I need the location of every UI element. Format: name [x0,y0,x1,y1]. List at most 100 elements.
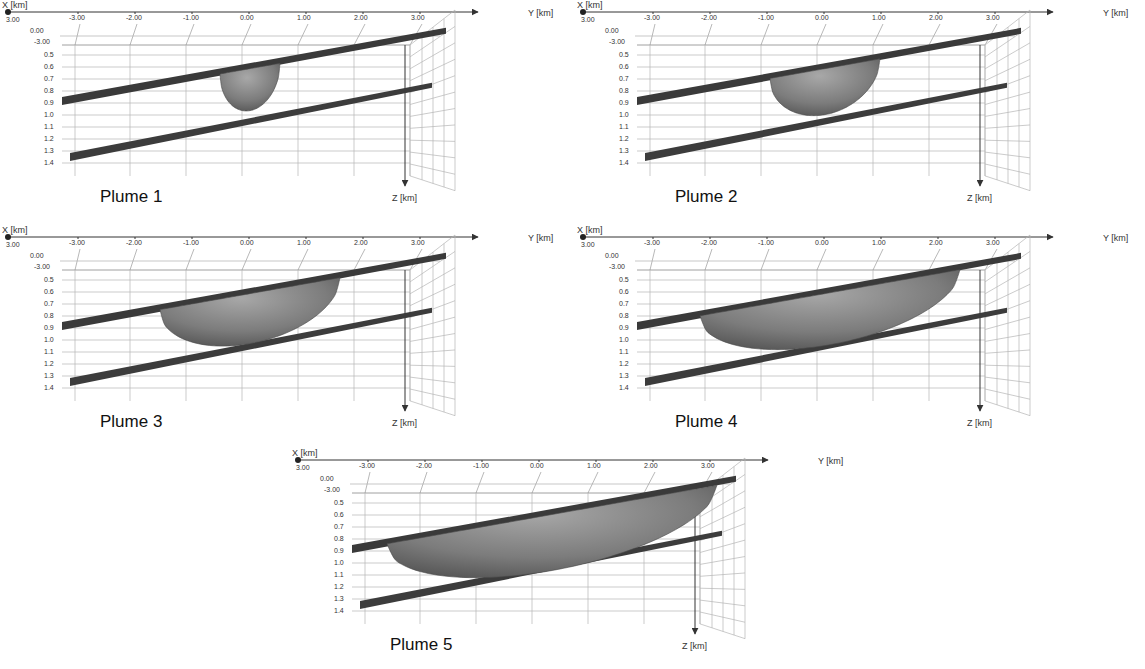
panel-title: Plume 1 [100,188,162,205]
tick-label: 3.00 [581,241,595,248]
depth-tick-label: 1.2 [619,135,629,142]
axis-label: X [km] [2,226,28,235]
depth-tick-label: 0.7 [44,300,54,307]
depth-tick-label: 1.2 [44,135,54,142]
panel-title: Plume 4 [675,413,737,430]
axis-label: X [km] [577,226,603,235]
plume-panel [295,457,768,639]
depth-tick-label: 0.8 [619,312,629,319]
depth-tick-label: 1.4 [334,607,344,614]
tick-label: -3.00 [609,263,625,270]
depth-tick-label: 1.2 [619,360,629,367]
depth-tick-label: 1.0 [334,559,344,566]
tick-label: -3.00 [69,239,85,246]
tick-label: 0.00 [605,27,619,34]
tick-label: 0.00 [815,239,829,246]
depth-tick-label: 1.0 [619,336,629,343]
tick-label: -2.00 [701,239,717,246]
tick-label: 1.00 [587,462,601,469]
axis-label: Y [km] [528,234,553,243]
depth-tick-label: 0.7 [619,300,629,307]
tick-label: 3.00 [986,239,1000,246]
tick-label: 3.00 [296,464,310,471]
tick-label: -3.00 [69,14,85,21]
tick-label: 0.00 [30,27,44,34]
axis-label: Z [km] [392,194,417,203]
plume-panel [580,234,1053,416]
tick-label: 0.00 [320,475,334,482]
tick-label: 1.00 [872,14,886,21]
depth-tick-label: 1.3 [334,595,344,602]
tick-label: 2.00 [929,14,943,21]
depth-tick-label: 0.8 [44,87,54,94]
axis-label: Z [km] [967,419,992,428]
tick-label: -2.00 [701,14,717,21]
tick-label: 0.00 [815,14,829,21]
tick-label: 0.00 [30,252,44,259]
tick-label: -1.00 [183,239,199,246]
panel-title: Plume 3 [100,413,162,430]
depth-tick-label: 0.5 [619,276,629,283]
depth-tick-label: 0.6 [44,63,54,70]
depth-tick-label: 1.0 [619,111,629,118]
axis-label: Z [km] [682,642,707,651]
tick-label: 3.00 [411,239,425,246]
depth-tick-label: 0.9 [334,547,344,554]
plume-body [387,485,717,577]
depth-tick-label: 0.5 [619,51,629,58]
tick-label: -3.00 [644,14,660,21]
depth-tick-label: 1.3 [619,147,629,154]
tick-label: 0.00 [240,14,254,21]
tick-label: 2.00 [644,462,658,469]
tick-label: -3.00 [609,38,625,45]
axis-label: Y [km] [528,9,553,18]
tick-label: -1.00 [758,14,774,21]
depth-tick-label: 1.2 [334,583,344,590]
axis-label: Y [km] [1103,9,1128,18]
depth-tick-label: 0.6 [44,288,54,295]
depth-tick-label: 0.5 [44,276,54,283]
axis-label: Y [km] [1103,234,1128,243]
depth-tick-label: 1.3 [44,372,54,379]
depth-tick-label: 0.9 [44,324,54,331]
depth-tick-label: 0.6 [619,63,629,70]
panel-title: Plume 2 [675,188,737,205]
tick-label: 3.00 [6,16,20,23]
axis-label: X [km] [292,449,318,458]
depth-tick-label: 1.0 [44,111,54,118]
tick-label: 2.00 [354,239,368,246]
depth-tick-label: 0.8 [44,312,54,319]
tick-label: 1.00 [872,239,886,246]
depth-tick-label: 0.6 [619,288,629,295]
tick-label: 1.00 [297,14,311,21]
depth-tick-label: 0.8 [334,535,344,542]
tick-label: 0.00 [240,239,254,246]
tick-label: 2.00 [929,239,943,246]
depth-tick-label: 1.1 [44,123,54,130]
depth-tick-label: 0.6 [334,511,344,518]
depth-tick-label: 0.9 [619,99,629,106]
depth-tick-label: 0.7 [334,523,344,530]
depth-tick-label: 1.3 [44,147,54,154]
depth-tick-label: 1.0 [44,336,54,343]
tick-label: 0.00 [530,462,544,469]
depth-tick-label: 1.4 [619,384,629,391]
depth-tick-label: 0.8 [619,87,629,94]
tick-label: 3.00 [986,14,1000,21]
axis-label: Y [km] [818,457,843,466]
depth-tick-label: 0.9 [619,324,629,331]
tick-label: -2.00 [126,14,142,21]
depth-tick-label: 1.1 [334,571,344,578]
depth-tick-label: 1.3 [619,372,629,379]
depth-tick-label: 0.7 [44,75,54,82]
tick-label: -2.00 [126,239,142,246]
tick-label: 3.00 [411,14,425,21]
plume-panel [580,9,1053,191]
tick-label: -1.00 [183,14,199,21]
tick-label: 2.00 [354,14,368,21]
depth-tick-label: 0.7 [619,75,629,82]
plume-panel [5,9,478,191]
tick-label: -3.00 [359,462,375,469]
depth-tick-label: 1.4 [44,159,54,166]
